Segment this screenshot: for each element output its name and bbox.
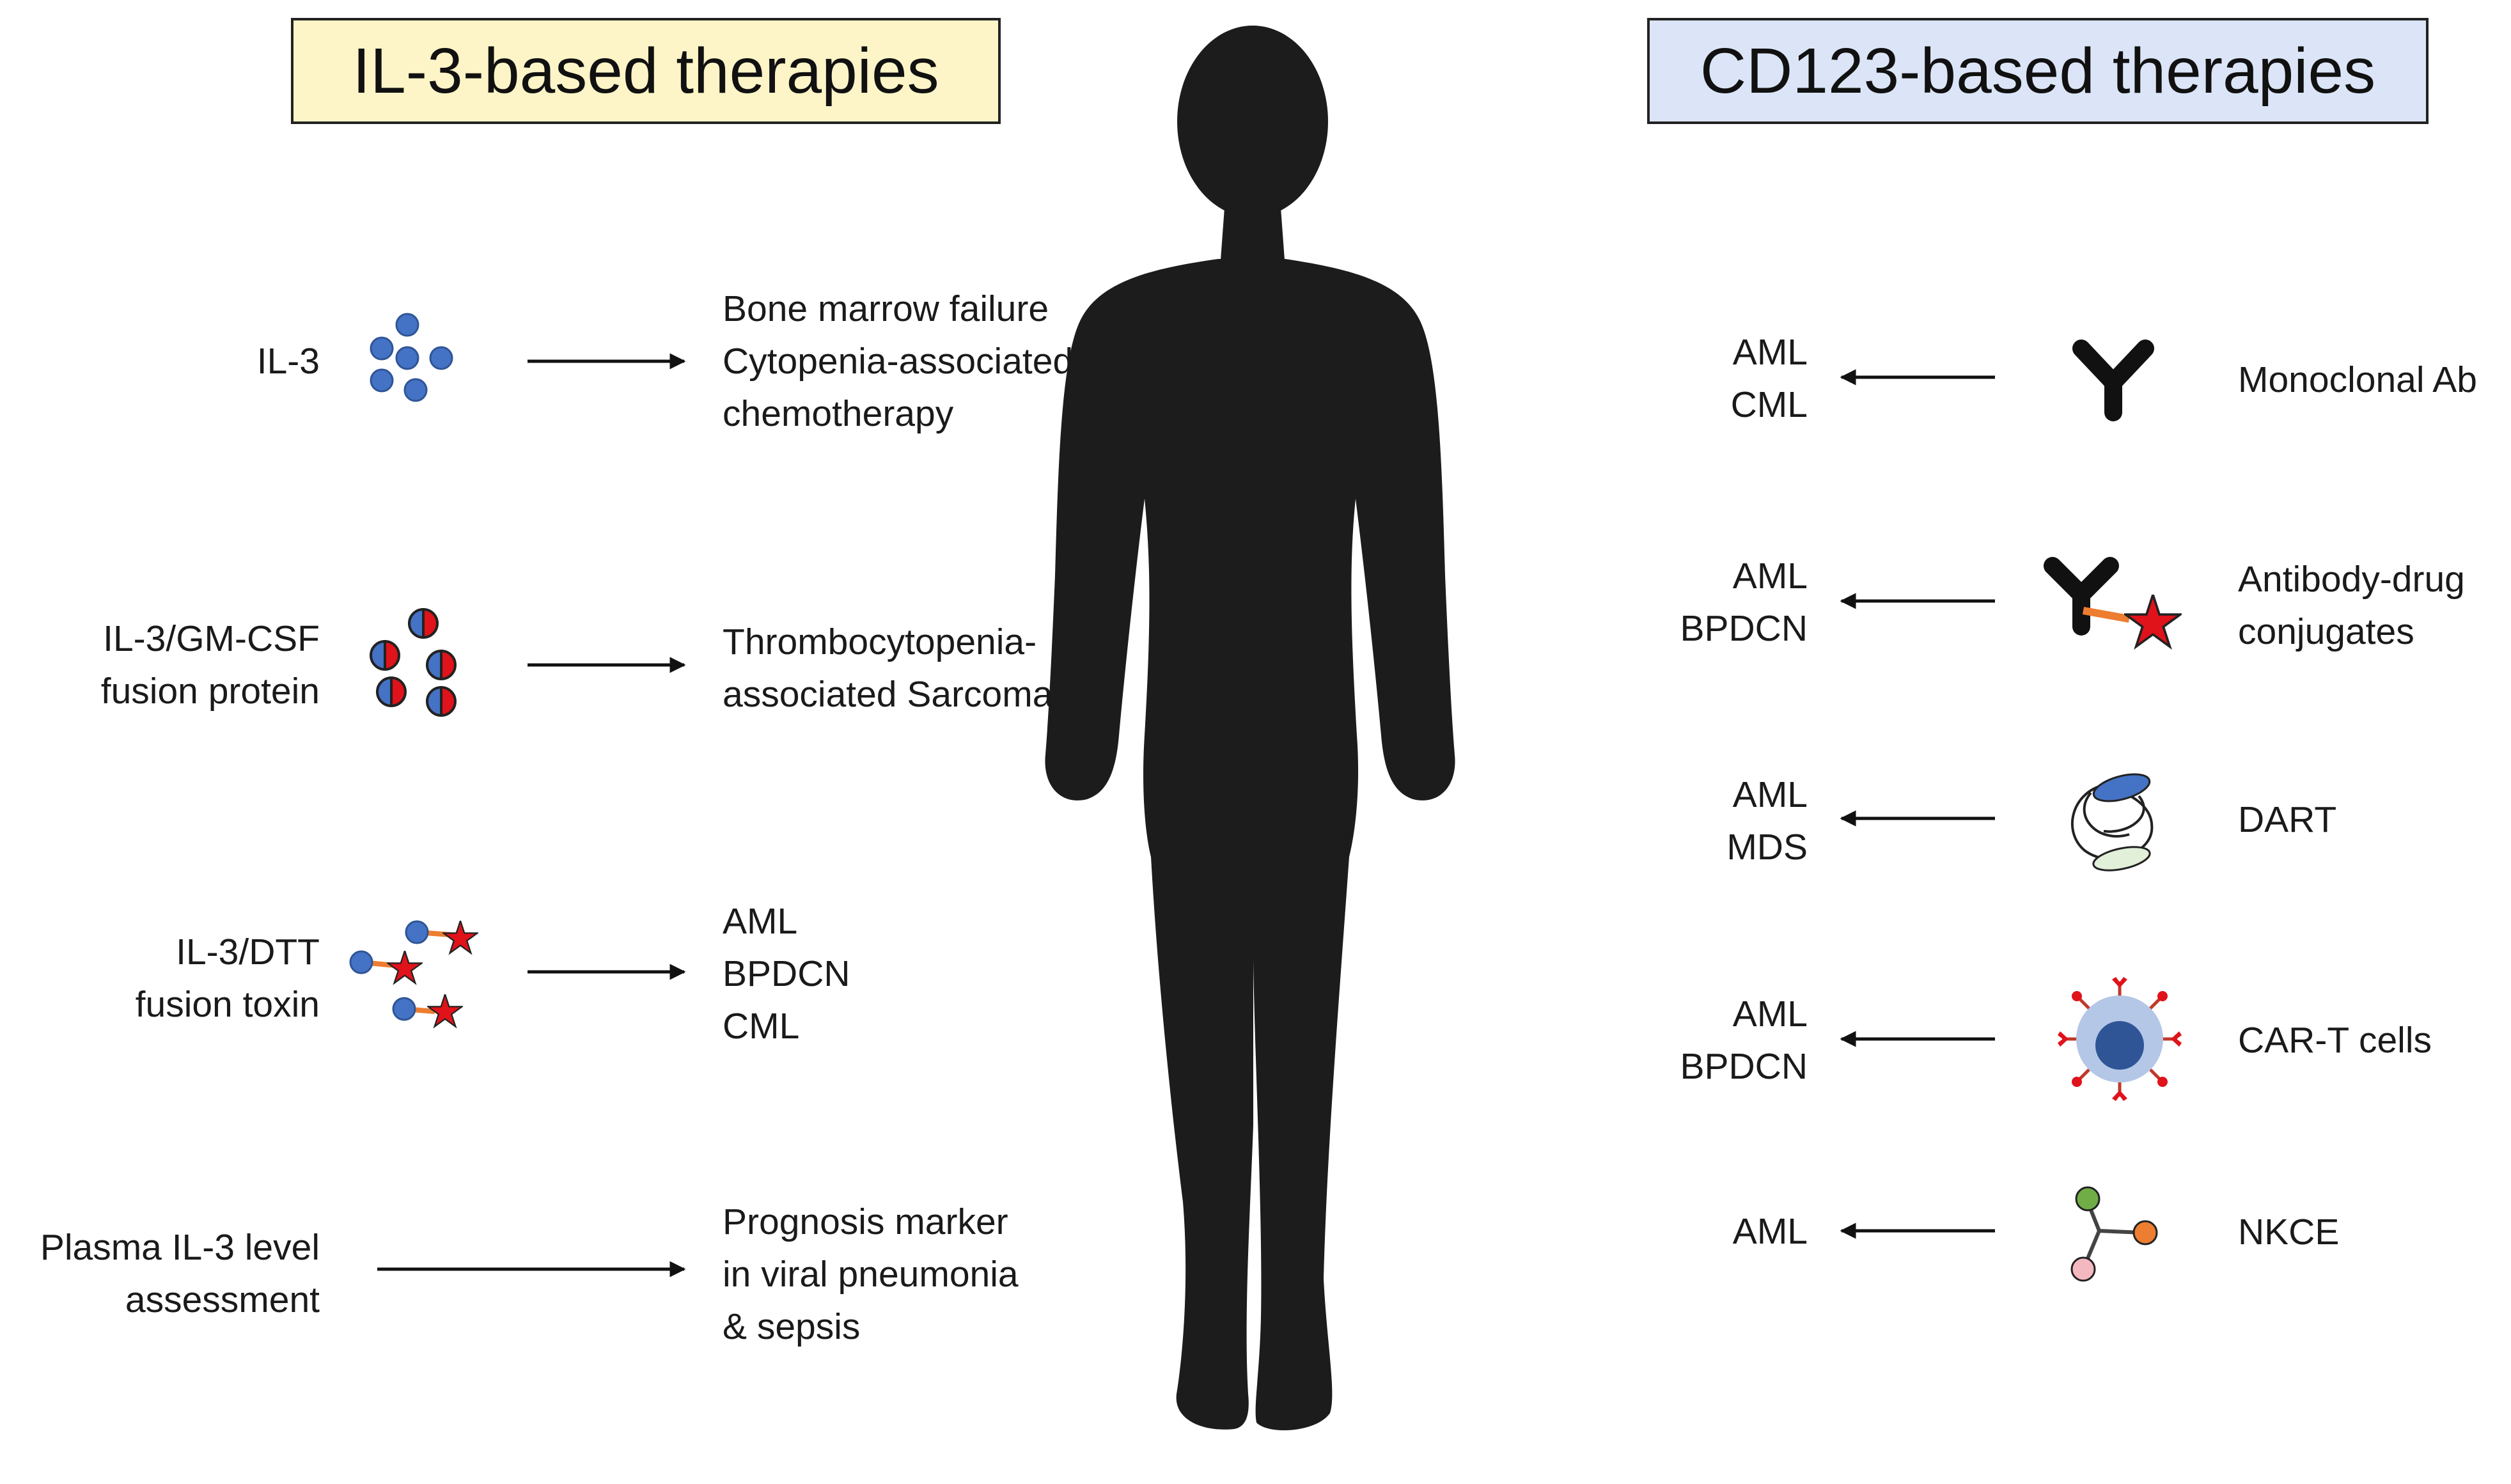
right-disease-4: AML BPDCN bbox=[1680, 988, 1808, 1093]
right-therapy-2-line-2: conjugates bbox=[2238, 611, 2414, 652]
right-therapy-3-line-1: DART bbox=[2238, 799, 2337, 840]
left-outcome-1-line-3: chemotherapy bbox=[723, 393, 954, 434]
car-t-cell-icon bbox=[2058, 977, 2182, 1101]
left-agent-2-line-2: fusion protein bbox=[100, 671, 320, 712]
right-disease-3-line-1: AML bbox=[1732, 774, 1808, 815]
il3-molecules-icon bbox=[370, 313, 453, 402]
left-outcome-2: Thrombocytopenia- associated Sarcoma bbox=[723, 616, 1052, 721]
left-agent-4-line-1: Plasma IL-3 level bbox=[40, 1227, 320, 1268]
right-therapy-5-line-1: NKCE bbox=[2238, 1212, 2340, 1253]
monoclonal-antibody-icon bbox=[2072, 340, 2154, 421]
left-outcome-3-line-1: AML bbox=[723, 901, 798, 942]
right-therapy-1-line-1: Monoclonal Ab bbox=[2238, 359, 2477, 400]
left-outcome-4-line-1: Prognosis marker bbox=[723, 1201, 1008, 1242]
left-agent-4: Plasma IL-3 level assessment bbox=[40, 1221, 320, 1326]
right-header-box: CD123-based therapies bbox=[1647, 18, 2429, 124]
right-disease-1-line-1: AML bbox=[1732, 332, 1808, 373]
left-outcome-2-line-1: Thrombocytopenia- bbox=[723, 621, 1037, 662]
nkce-icon bbox=[2070, 1186, 2158, 1282]
left-outcome-2-line-2: associated Sarcoma bbox=[723, 674, 1053, 715]
right-disease-4-line-1: AML bbox=[1732, 994, 1808, 1035]
right-disease-2-line-1: AML bbox=[1732, 556, 1808, 597]
left-outcome-3-line-2: BPDCN bbox=[723, 953, 850, 994]
left-header-box: IL-3-based therapies bbox=[291, 18, 1001, 124]
right-disease-1-line-2: CML bbox=[1730, 384, 1808, 425]
left-outcome-4-line-2: in viral pneumonia bbox=[723, 1254, 1019, 1295]
left-outcome-3-line-3: CML bbox=[723, 1006, 800, 1047]
right-disease-1: AML CML bbox=[1731, 326, 1808, 431]
right-disease-5: AML bbox=[1733, 1205, 1808, 1258]
right-therapy-4-line-1: CAR-T cells bbox=[2238, 1020, 2432, 1061]
left-outcome-4-line-3: & sepsis bbox=[723, 1306, 861, 1347]
left-header-title: IL-3-based therapies bbox=[352, 35, 939, 107]
right-disease-3-line-2: MDS bbox=[1726, 827, 1808, 868]
right-disease-2-line-2: BPDCN bbox=[1680, 608, 1808, 649]
left-outcome-1-line-1: Bone marrow failure bbox=[723, 288, 1049, 329]
left-outcome-4: Prognosis marker in viral pneumonia & se… bbox=[723, 1196, 1019, 1353]
right-therapy-5: NKCE bbox=[2238, 1206, 2339, 1258]
left-agent-2-line-1: IL-3/GM-CSF bbox=[103, 618, 320, 659]
left-agent-3: IL-3/DTT fusion toxin bbox=[136, 926, 320, 1031]
fusion-protein-icon bbox=[370, 607, 457, 717]
right-disease-2: AML BPDCN bbox=[1680, 550, 1808, 655]
right-disease-5-line-1: AML bbox=[1732, 1211, 1808, 1252]
right-therapy-1: Monoclonal Ab bbox=[2238, 354, 2477, 406]
left-agent-3-line-2: fusion toxin bbox=[135, 984, 320, 1025]
right-therapy-4: CAR-T cells bbox=[2238, 1014, 2432, 1066]
left-agent-2: IL-3/GM-CSF fusion protein bbox=[101, 613, 320, 717]
antibody-drug-conjugate-icon bbox=[2044, 557, 2182, 648]
human-silhouette bbox=[1045, 26, 1455, 1430]
left-outcome-1: Bone marrow failure Cytopenia-associated… bbox=[723, 283, 1073, 440]
right-header-title: CD123-based therapies bbox=[1700, 35, 2376, 107]
left-agent-4-line-2: assessment bbox=[125, 1279, 320, 1320]
left-outcome-3: AML BPDCN CML bbox=[723, 895, 850, 1052]
left-outcome-1-line-2: Cytopenia-associated bbox=[723, 341, 1074, 382]
right-therapy-2: Antibody-drug conjugates bbox=[2238, 553, 2465, 658]
right-disease-4-line-2: BPDCN bbox=[1680, 1046, 1808, 1087]
fusion-toxin-icon bbox=[349, 920, 478, 1027]
right-disease-3: AML MDS bbox=[1726, 769, 1808, 873]
right-therapy-2-line-1: Antibody-drug bbox=[2238, 559, 2465, 600]
right-therapy-3: DART bbox=[2238, 793, 2336, 846]
left-agent-1-line-1: IL-3 bbox=[256, 341, 320, 382]
left-agent-1: IL-3 bbox=[257, 335, 320, 387]
left-agent-3-line-1: IL-3/DTT bbox=[176, 932, 320, 972]
dart-icon bbox=[2070, 773, 2154, 871]
